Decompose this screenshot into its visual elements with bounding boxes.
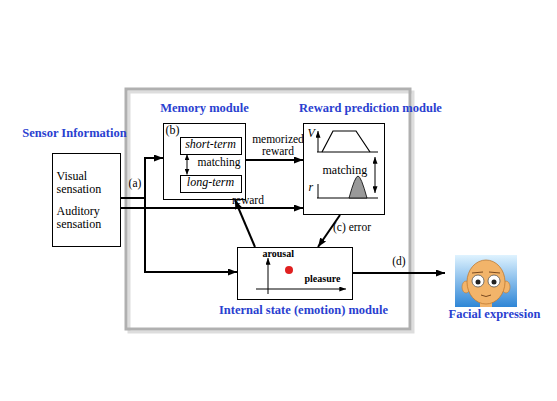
edge-label: (c) error	[326, 222, 378, 234]
module-heading: Reward prediction module	[286, 101, 456, 115]
memory-box: short-term	[180, 137, 242, 155]
agent-panel	[126, 89, 410, 329]
flow-arrow	[121, 207, 303, 209]
node-text: arousal	[263, 248, 295, 260]
node-text: short-term	[180, 138, 242, 152]
flow-arrow	[235, 200, 255, 247]
value-curve	[322, 131, 370, 152]
module-heading: Sensor Information	[10, 126, 140, 140]
face-output: Facial expression	[445, 252, 550, 324]
module-heading: Memory module	[150, 101, 260, 115]
node-text: long-term	[180, 176, 242, 190]
node-text: Auditory sensation	[57, 205, 117, 233]
reward-axis	[317, 198, 378, 199]
node-text: pleasure	[305, 273, 341, 285]
flow-arrow	[246, 159, 303, 161]
memory-box: long-term	[180, 175, 242, 193]
reward-axis	[318, 184, 319, 198]
emotion-box: arousalpleasureInternal state (emotion) …	[237, 247, 353, 300]
edge-label: (d)	[384, 256, 414, 268]
flow-arrow	[353, 272, 445, 274]
module-box: Reward prediction moduleVmatchingr	[303, 123, 385, 215]
face-pupil	[492, 280, 497, 285]
edge-label: memorized reward	[250, 134, 306, 157]
pleasure-axis	[256, 289, 346, 290]
face-head	[467, 260, 505, 304]
module-heading: Internal state (emotion) module	[204, 303, 404, 317]
node-text: (b)	[166, 124, 180, 138]
face-pupil	[476, 280, 481, 285]
matching-arrow	[375, 157, 376, 193]
edge-label: matching	[192, 157, 246, 169]
face-eye	[472, 275, 484, 287]
face-brow	[472, 272, 500, 273]
node-text: matching	[323, 164, 368, 178]
reward-peak	[349, 176, 367, 198]
flow-arrow	[121, 158, 163, 198]
face-eye	[488, 275, 500, 287]
value-axis	[317, 152, 378, 153]
panel-shadow	[129, 92, 413, 332]
flow-arrow	[121, 198, 237, 272]
face-mouth	[481, 295, 491, 297]
edge-label: reward	[226, 195, 270, 207]
node-text: Visual sensation	[57, 170, 117, 198]
flow-arrow	[187, 155, 188, 175]
value-axis	[318, 131, 319, 152]
module-heading: Facial expression	[437, 307, 552, 321]
edge-label: (a)	[124, 178, 146, 190]
node-text: r	[309, 181, 314, 195]
face-background	[455, 255, 517, 307]
emotion-point	[285, 266, 293, 274]
sensor-box: Sensor InformationVisual sensationAudito…	[52, 153, 121, 247]
node-text: V	[308, 127, 315, 141]
